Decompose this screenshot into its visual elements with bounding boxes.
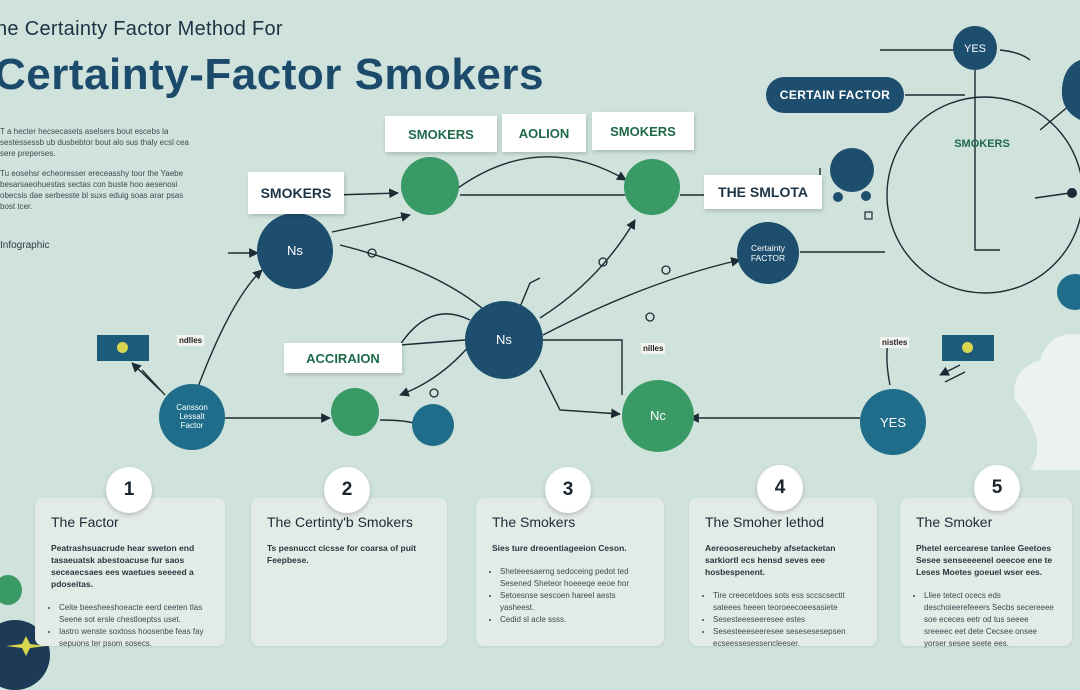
square-marker [864, 211, 873, 220]
step-title-1: The Factor [51, 514, 119, 530]
svg-text:Nc: Nc [650, 408, 666, 423]
label-aolion: AOLION [502, 114, 586, 152]
step-card-2: The Certinty'b Smokers Ts pesnucct cicss… [251, 498, 447, 646]
step-bullets-4: Tire creecetdoes sots ess sccscsectit sa… [705, 590, 863, 650]
step-number-4: 4 [757, 465, 803, 511]
step-intro-1: Peatrashsuacrude hear sweton end tasaeua… [51, 543, 195, 589]
node-yes-top[interactable]: YES [953, 26, 997, 70]
label-acciraion: ACCIRAION [284, 343, 402, 373]
step-bullet: Lliee tetect ocecs eds deschoieerefeeers… [924, 590, 1058, 650]
svg-text:Ns: Ns [287, 243, 303, 258]
infographic-label: Infographic [0, 240, 50, 251]
smokers-ring-label: SMOKERS [954, 138, 1010, 150]
node-green-small[interactable] [331, 388, 379, 436]
step-bullets-1: Ceite beesheeshoeacte eerd ceeten tlas S… [51, 602, 211, 650]
step-bullet: Cedid sl acle ssss. [500, 614, 650, 626]
svg-text:Factor: Factor [181, 421, 204, 430]
node-certainty-factor-right[interactable]: Certainty FACTOR [737, 222, 799, 284]
node-teal-small[interactable] [412, 404, 454, 446]
step-intro-4: Aereoosereucheby afsetacketan sarkiortl … [705, 543, 836, 577]
badge-right [942, 335, 994, 361]
step-title-2: The Certinty'b Smokers [267, 514, 413, 530]
svg-text:FACTOR: FACTOR [751, 253, 785, 263]
star-icon [6, 636, 46, 656]
node-nc[interactable]: Nc [622, 380, 694, 452]
label-smokers-top1: SMOKERS [385, 116, 497, 152]
step-bullets-3: Sheteeesaerng sedoceing pedot ted Sesene… [492, 566, 650, 626]
step-title-5: The Smoker [916, 514, 993, 530]
node-ns-center[interactable]: Ns [465, 301, 543, 379]
smokers-ring [886, 96, 1080, 294]
page-title: Certainty-Factor Smokers [0, 50, 544, 99]
tag-right: nistles [880, 337, 910, 348]
node-dot-2 [861, 191, 871, 201]
intro-paragraph-1: T a hecter hecsecasets aselsers bout esc… [0, 127, 189, 158]
cloud-icon [1014, 334, 1080, 470]
step-number-5: 5 [974, 465, 1020, 511]
step-bullets-5: Lliee tetect ocecs eds deschoieerefeeers… [916, 590, 1058, 650]
svg-text:Certainty: Certainty [751, 243, 786, 253]
node-edge-right-upper [1061, 60, 1080, 120]
step-intro-2: Ts pesnucct cicsse for coarsa of puit Fe… [267, 543, 417, 565]
balloon-icon [0, 575, 22, 605]
step-bullet: Setoesnse sescoen hareel aests yasheest. [500, 590, 650, 614]
step-number-3: 3 [545, 467, 591, 513]
node-navy-small[interactable] [830, 148, 874, 192]
step-bullet: Iastro wenste soxtoss hoosenbe feas fay … [59, 626, 211, 650]
step-card-1: The Factor Peatrashsuacrude hear sweton … [35, 498, 225, 648]
step-number-1: 1 [106, 467, 152, 513]
label-the-smlota: THE SMLOTA [704, 175, 822, 209]
svg-text:Cansson: Cansson [176, 403, 208, 412]
header-kicker: ne Certainty Factor Method For [0, 18, 283, 40]
node-dot-1 [833, 192, 843, 202]
step-bullet: Sesesteeeseeresee sesesesesepsen ecseess… [713, 626, 863, 650]
node-ns-top[interactable]: Ns [257, 213, 333, 289]
connector-knots [367, 248, 671, 398]
tag-mid: nilles [641, 343, 666, 354]
node-certainty-factor[interactable]: Cansson Lessalt Factor [159, 384, 225, 450]
ring-dot [1067, 188, 1077, 198]
intro-text: T a hecter hecsecasets aselsers bout esc… [0, 126, 190, 221]
svg-text:Lessalt: Lessalt [179, 412, 205, 421]
badge-left [97, 335, 149, 361]
step-bullet: Ceite beesheeshoeacte eerd ceeten tlas S… [59, 602, 211, 626]
step-intro-5: Phetel eercearese tanlee Geetoes Sesee s… [916, 543, 1053, 577]
step-card-5: The Smoker Phetel eercearese tanlee Geet… [900, 498, 1072, 648]
svg-text:YES: YES [880, 415, 906, 430]
step-bullet: Tire creecetdoes sots ess sccscsectit sa… [713, 590, 863, 614]
step-title-3: The Smokers [492, 514, 576, 530]
tag-left: ndlles [177, 335, 205, 346]
step-title-4: The Smoher lethod [705, 514, 825, 530]
node-green-top-left[interactable] [401, 157, 459, 215]
svg-text:YES: YES [964, 43, 986, 55]
step-card-3: The Smokers Sies ture dreoentiageeion Ce… [476, 498, 664, 646]
node-edge-right-lower[interactable] [1057, 274, 1080, 310]
flow-diagram: SMOKERS Ns Ns Nc Cansson Lessalt Factor … [131, 26, 1080, 470]
node-yes-right[interactable]: YES [860, 389, 926, 455]
step-bullet: Sheteeesaerng sedoceing pedot ted Sesene… [500, 566, 650, 590]
step-intro-3: Sies ture dreoentiageeion Ceson. [492, 543, 627, 553]
badge-dot [117, 342, 128, 353]
certain-factor-pill[interactable]: CERTAIN FACTOR [766, 77, 904, 113]
step-bullet: Sesesteeeseeresee estes [713, 614, 863, 626]
label-smokers-top2: SMOKERS [592, 112, 694, 150]
node-green-top-right[interactable] [624, 159, 680, 215]
svg-text:Ns: Ns [496, 332, 512, 347]
label-smokers-left: SMOKERS [248, 172, 344, 214]
intro-paragraph-2: Tu eosehsr echeoresser ereceasshy toor t… [0, 169, 184, 211]
step-number-2: 2 [324, 467, 370, 513]
badge-dot [962, 342, 973, 353]
step-card-4: The Smoher lethod Aereoosereucheby afset… [689, 498, 877, 648]
